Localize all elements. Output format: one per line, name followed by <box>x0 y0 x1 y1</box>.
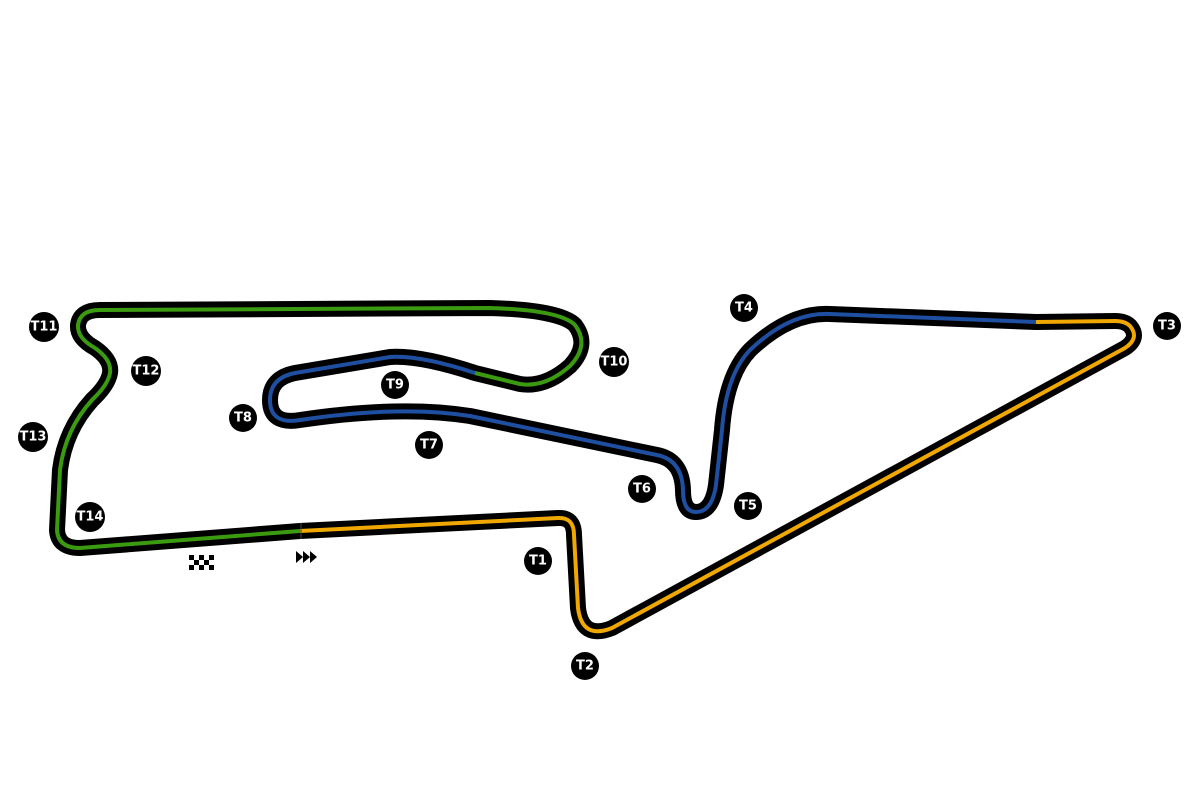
turn-marker-t11: T11 <box>29 312 59 342</box>
turn-label: T10 <box>601 355 628 370</box>
turn-marker-t10: T10 <box>599 347 629 377</box>
turn-marker-t5: T5 <box>734 492 762 520</box>
checkered-flag-icon <box>189 555 214 570</box>
turn-marker-t8: T8 <box>229 404 257 432</box>
turn-label: T13 <box>20 430 47 445</box>
turn-marker-t6: T6 <box>628 475 656 503</box>
turn-marker-t14: T14 <box>75 502 105 532</box>
turn-label: T1 <box>529 554 547 569</box>
turn-marker-t2: T2 <box>571 652 599 680</box>
direction-arrows-icon <box>296 551 317 563</box>
turn-label: T12 <box>133 364 160 379</box>
turn-marker-t13: T13 <box>18 422 48 452</box>
turn-label: T5 <box>739 499 757 514</box>
turn-label: T7 <box>420 438 438 453</box>
turn-label: T14 <box>77 510 104 525</box>
turn-marker-t4: T4 <box>730 294 758 322</box>
turn-label: T8 <box>234 411 252 426</box>
turn-label: T4 <box>735 301 753 316</box>
turn-label: T3 <box>1158 319 1176 334</box>
sector-3 <box>55 306 584 550</box>
sector-2 <box>268 311 1037 514</box>
turn-label: T11 <box>31 320 58 335</box>
turn-marker-t9: T9 <box>381 371 409 399</box>
turn-marker-t1: T1 <box>524 547 552 575</box>
turn-label: T2 <box>576 659 594 674</box>
turn-label: T6 <box>633 482 651 497</box>
sector-1 <box>299 319 1136 634</box>
turn-marker-t3: T3 <box>1153 312 1181 340</box>
turn-label: T9 <box>386 378 404 393</box>
turn-marker-t12: T12 <box>131 356 161 386</box>
track-outline <box>49 300 1142 640</box>
turn-marker-t7: T7 <box>415 431 443 459</box>
